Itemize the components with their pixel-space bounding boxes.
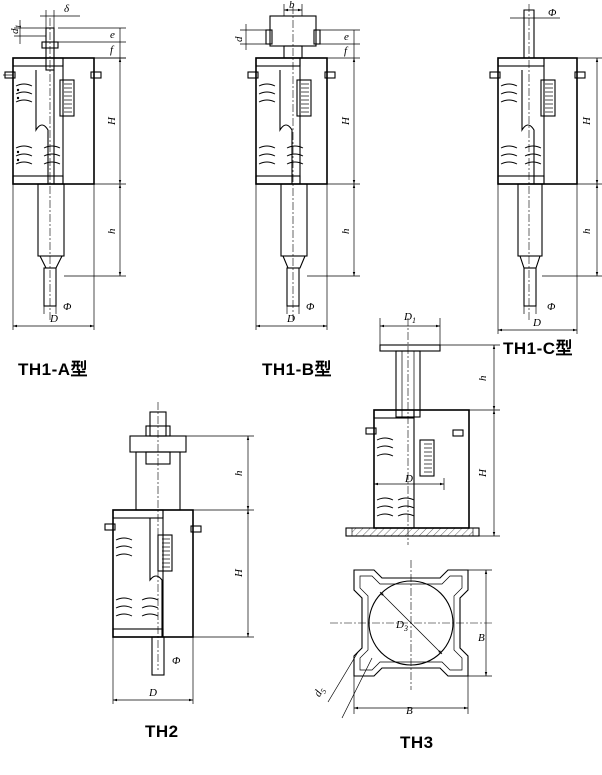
svg-text:d5: d5 [312, 685, 329, 700]
th3-caption: TH3 [400, 733, 434, 752]
th1b-f-label: f [344, 45, 349, 57]
th3-D3-label: D [395, 619, 404, 631]
th1a-D-label: D [49, 313, 58, 325]
th1b-caption: TH1-B型 [262, 359, 332, 379]
th2-D-label: D [148, 687, 157, 699]
th1a-e-label: e [110, 29, 115, 41]
th1a-delta-label: δ [64, 3, 70, 15]
th1c-phi-label: Φ [547, 301, 556, 313]
th1a-d1-subscript: 1 [14, 25, 23, 29]
th2-H-label: H [233, 568, 245, 578]
th3-d5-label: d [312, 688, 325, 699]
th1a-figure: D Φ H h e f δ d1 [3, 3, 126, 330]
th2-h-label: h [233, 470, 245, 476]
th3-h-label: h [477, 375, 489, 381]
th1b-figure: D Φ H h e f b d [233, 0, 360, 330]
th1a-h-label: h [106, 228, 118, 234]
th3-D-label: D [404, 473, 413, 485]
svg-text:D3: D3 [395, 619, 408, 633]
th1b-D-label: D [286, 313, 295, 325]
th1b-phi-label: Φ [306, 301, 315, 313]
th3-plan: D3 B B d5 [312, 560, 492, 719]
th1a-phi-label: Φ [63, 301, 72, 313]
th1a-H-label: H [106, 116, 118, 126]
th3-D1-subscript: 1 [412, 316, 416, 325]
th3-H-label: H [477, 468, 489, 478]
th3-elevation: D D1 h H [345, 311, 500, 545]
th3-D1-label: D [403, 311, 412, 323]
th2-caption: TH2 [145, 722, 179, 741]
th1b-h-label: h [340, 228, 352, 234]
th3-D3-subscript: 3 [403, 624, 408, 633]
th2-phi-label: Φ [172, 655, 181, 667]
th3-B-bottom-label: B [406, 705, 413, 717]
th3-B-right-label: B [478, 632, 485, 644]
th1b-d-label: d [233, 36, 245, 42]
th1b-b-label: b [289, 0, 295, 11]
th2-figure: D Φ h H [104, 402, 254, 704]
svg-text:D1: D1 [403, 311, 416, 325]
svg-text:d1: d1 [9, 25, 23, 35]
th1a-d1-label: d [9, 28, 21, 34]
th1a-caption: TH1-A型 [18, 359, 88, 379]
th1c-phi-top-label: Φ [548, 7, 557, 19]
th1c-D-label: D [532, 317, 541, 329]
th1b-e-label: e [344, 31, 349, 43]
th1c-H-label: H [581, 116, 593, 126]
th1b-H-label: H [340, 116, 352, 126]
th1a-f-label: f [110, 44, 115, 56]
th3-d5-subscript: 5 [319, 687, 329, 695]
th1c-h-label: h [581, 228, 593, 234]
th1c-caption: TH1-C型 [503, 338, 573, 358]
th1c-figure: D Φ Φ H h [489, 4, 602, 334]
